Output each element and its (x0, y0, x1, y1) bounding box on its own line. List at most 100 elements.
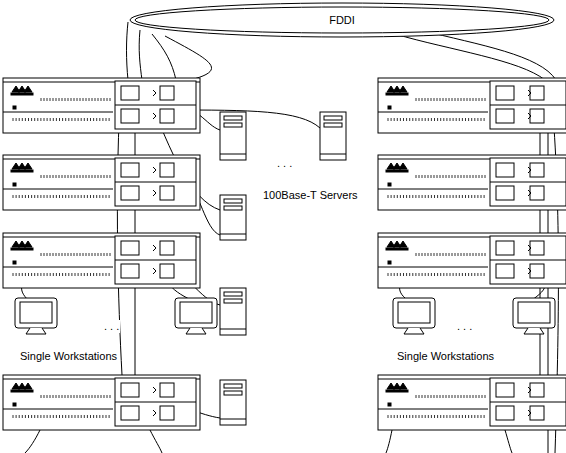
port-tick (434, 253, 435, 256)
line-shape (115, 182, 196, 183)
port-tick (461, 253, 462, 256)
rect-shape (386, 93, 408, 95)
led (13, 106, 16, 109)
rect-shape (224, 116, 242, 120)
port-tick (416, 253, 417, 256)
ring-label: FDDI (329, 14, 355, 26)
port-tick (65, 415, 66, 418)
port-tick (459, 273, 460, 276)
port-tick (440, 273, 441, 276)
port-tick (446, 273, 447, 276)
port-tick (431, 175, 432, 178)
port-tick (456, 118, 457, 121)
port-tick (53, 195, 54, 198)
port-tick (93, 273, 94, 276)
port-tick (104, 175, 105, 178)
rect-shape (220, 288, 246, 335)
port-tick (465, 195, 466, 198)
port-tick (83, 98, 84, 101)
port-tick (446, 395, 447, 398)
port-tick (403, 118, 404, 121)
port-tick (50, 98, 51, 101)
port-tick (40, 195, 41, 198)
port-tick (13, 415, 14, 418)
port-tick (440, 175, 441, 178)
port-tick (473, 253, 474, 256)
port-tick (95, 175, 96, 178)
port-tick (102, 195, 103, 198)
port-tick (106, 415, 107, 418)
port-tick (477, 195, 478, 198)
module-port (530, 163, 544, 177)
port-tick (459, 415, 460, 418)
port-tick (388, 195, 389, 198)
fddi-cable (152, 34, 176, 80)
port-tick (428, 273, 429, 276)
port-tick (446, 118, 447, 121)
port-tick (394, 118, 395, 121)
port-tick (453, 273, 454, 276)
port-tick (452, 98, 453, 101)
port-tick (428, 395, 429, 398)
workstation-caption: Single Workstations (396, 350, 495, 363)
port-tick (434, 98, 435, 101)
port-tick (89, 395, 90, 398)
port-tick (78, 195, 79, 198)
port-tick (397, 195, 398, 198)
rect-shape (175, 298, 217, 328)
path-shape (153, 245, 156, 274)
port-tick (62, 195, 63, 198)
rect-shape (180, 302, 212, 323)
port-tick (80, 395, 81, 398)
switch-chassis (378, 375, 566, 430)
port-tick (485, 253, 486, 256)
port-tick (482, 253, 483, 256)
port-tick (388, 273, 389, 276)
module-port (530, 86, 544, 100)
port-tick (81, 415, 82, 418)
port-tick (428, 98, 429, 101)
port-tick (477, 273, 478, 276)
port-tick (419, 195, 420, 198)
port-tick (437, 415, 438, 418)
line-shape (490, 182, 566, 183)
module-bay (115, 158, 196, 206)
port-tick (419, 273, 420, 276)
port-tick (422, 98, 423, 101)
port-tick (481, 118, 482, 121)
module-port (160, 241, 174, 255)
port-tick (419, 395, 420, 398)
server-tower (320, 112, 346, 160)
server-tower (220, 112, 246, 160)
rect-shape (220, 195, 246, 240)
line-shape (220, 419, 246, 420)
port-tick (71, 415, 72, 418)
port-tick (44, 253, 45, 256)
port-tick (84, 415, 85, 418)
port-tick (481, 415, 482, 418)
port-tick (468, 273, 469, 276)
rect-shape (220, 112, 246, 160)
port-tick (77, 175, 78, 178)
port-tick (465, 273, 466, 276)
port-tick (74, 253, 75, 256)
port-tick (450, 118, 451, 121)
port-tick (446, 98, 447, 101)
port-tick (459, 118, 460, 121)
module-slot (121, 186, 139, 200)
logo-mark (387, 163, 407, 169)
module-port (530, 406, 544, 420)
port-tick (425, 195, 426, 198)
path-shape (153, 90, 156, 119)
port-tick (90, 273, 91, 276)
port-tick (455, 98, 456, 101)
path-shape (153, 387, 156, 416)
port-tick (84, 118, 85, 121)
rect-shape (393, 298, 435, 328)
port-tick (449, 395, 450, 398)
port-tick (59, 415, 60, 418)
port-tick (484, 118, 485, 121)
switch-chassis (3, 233, 200, 288)
port-tick (96, 415, 97, 418)
rect-shape (324, 123, 342, 127)
